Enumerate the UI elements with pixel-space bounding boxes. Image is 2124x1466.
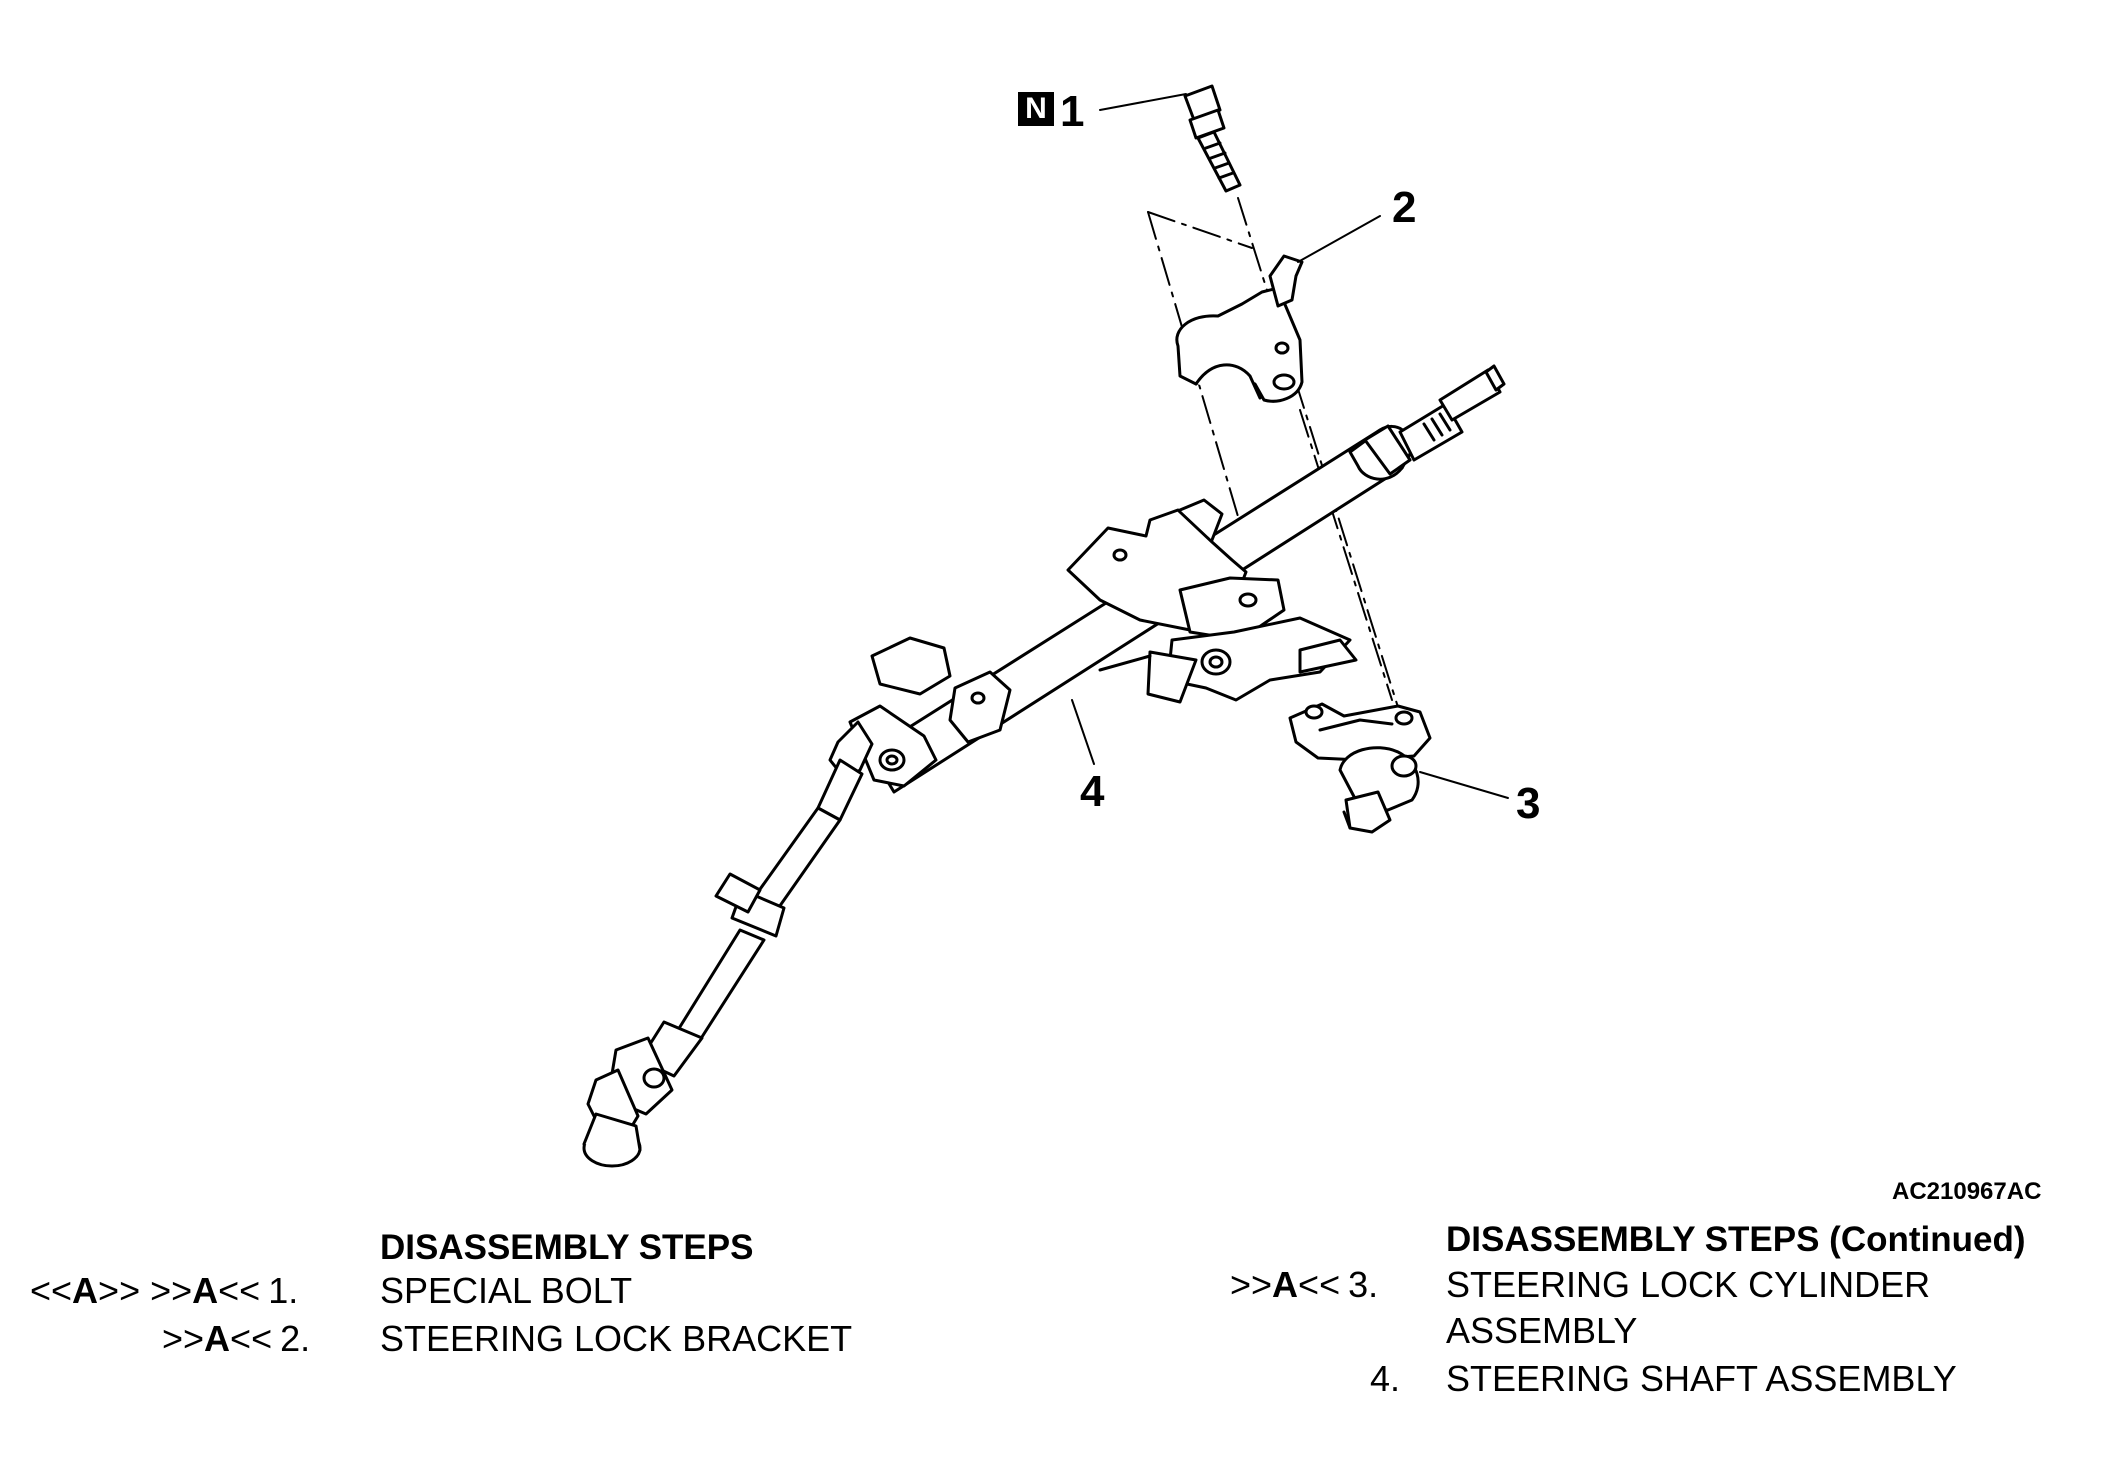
ref-text: >>: [162, 1318, 205, 1359]
leader-line-4: [1071, 699, 1095, 765]
ref-text: <<: [30, 1270, 73, 1311]
figure-code: AC210967AC: [1892, 1178, 2042, 1205]
ref-text: >>: [1230, 1264, 1273, 1305]
exploded-view-diagram: N 1 2 3 4: [582, 84, 1541, 1168]
steering-lock-cylinder: [1288, 702, 1432, 834]
steering-column-drawing: [582, 84, 1509, 1168]
steering-lock-bracket: [1175, 254, 1304, 403]
column-mount-bracket: [1066, 498, 1358, 704]
right-heading: DISASSEMBLY STEPS (Continued): [1446, 1220, 2026, 1259]
ref-text: <<: [1298, 1264, 1341, 1305]
ref-letter: A: [72, 1270, 99, 1311]
ref-text: <<: [218, 1270, 261, 1311]
lower-column-bracket: [870, 636, 1012, 744]
step-text: STEERING SHAFT ASSEMBLY: [1446, 1358, 1957, 1399]
special-bolt: [1183, 84, 1242, 193]
step-text: SPECIAL BOLT: [380, 1270, 633, 1311]
ref-text: >> >>: [98, 1270, 193, 1311]
step-number: 4.: [1370, 1358, 1401, 1399]
step-number: 2.: [280, 1318, 311, 1359]
n-replace-mark: N: [1018, 92, 1054, 126]
step-number: 3.: [1348, 1264, 1379, 1305]
leader-line-3: [1419, 771, 1509, 799]
step-reference: <<A>> >>A<<1.: [30, 1270, 298, 1312]
intermediate-shaft: [582, 704, 938, 1168]
ref-letter: A: [192, 1270, 219, 1311]
callout-4: 4: [1080, 767, 1105, 816]
ref-text: <<: [230, 1318, 273, 1359]
callout-1: 1: [1060, 87, 1085, 136]
callout-3: 3: [1516, 779, 1541, 828]
step-number: 1.: [268, 1270, 299, 1311]
step-reference: >>A<<2.: [162, 1318, 310, 1360]
step-reference: 4.: [1362, 1358, 1400, 1400]
leader-line-2: [1297, 215, 1381, 263]
callout-2: 2: [1392, 183, 1417, 232]
ref-letter: A: [1272, 1264, 1299, 1305]
step-reference: >>A<<3.: [1230, 1264, 1378, 1306]
left-heading: DISASSEMBLY STEPS: [380, 1228, 754, 1267]
ref-letter: A: [204, 1318, 231, 1359]
leader-line-1: [1099, 93, 1187, 111]
step-text: STEERING LOCK BRACKET: [380, 1318, 853, 1359]
step-text-continued: ASSEMBLY: [1446, 1310, 1638, 1351]
step-text: STEERING LOCK CYLINDER: [1446, 1264, 1931, 1305]
